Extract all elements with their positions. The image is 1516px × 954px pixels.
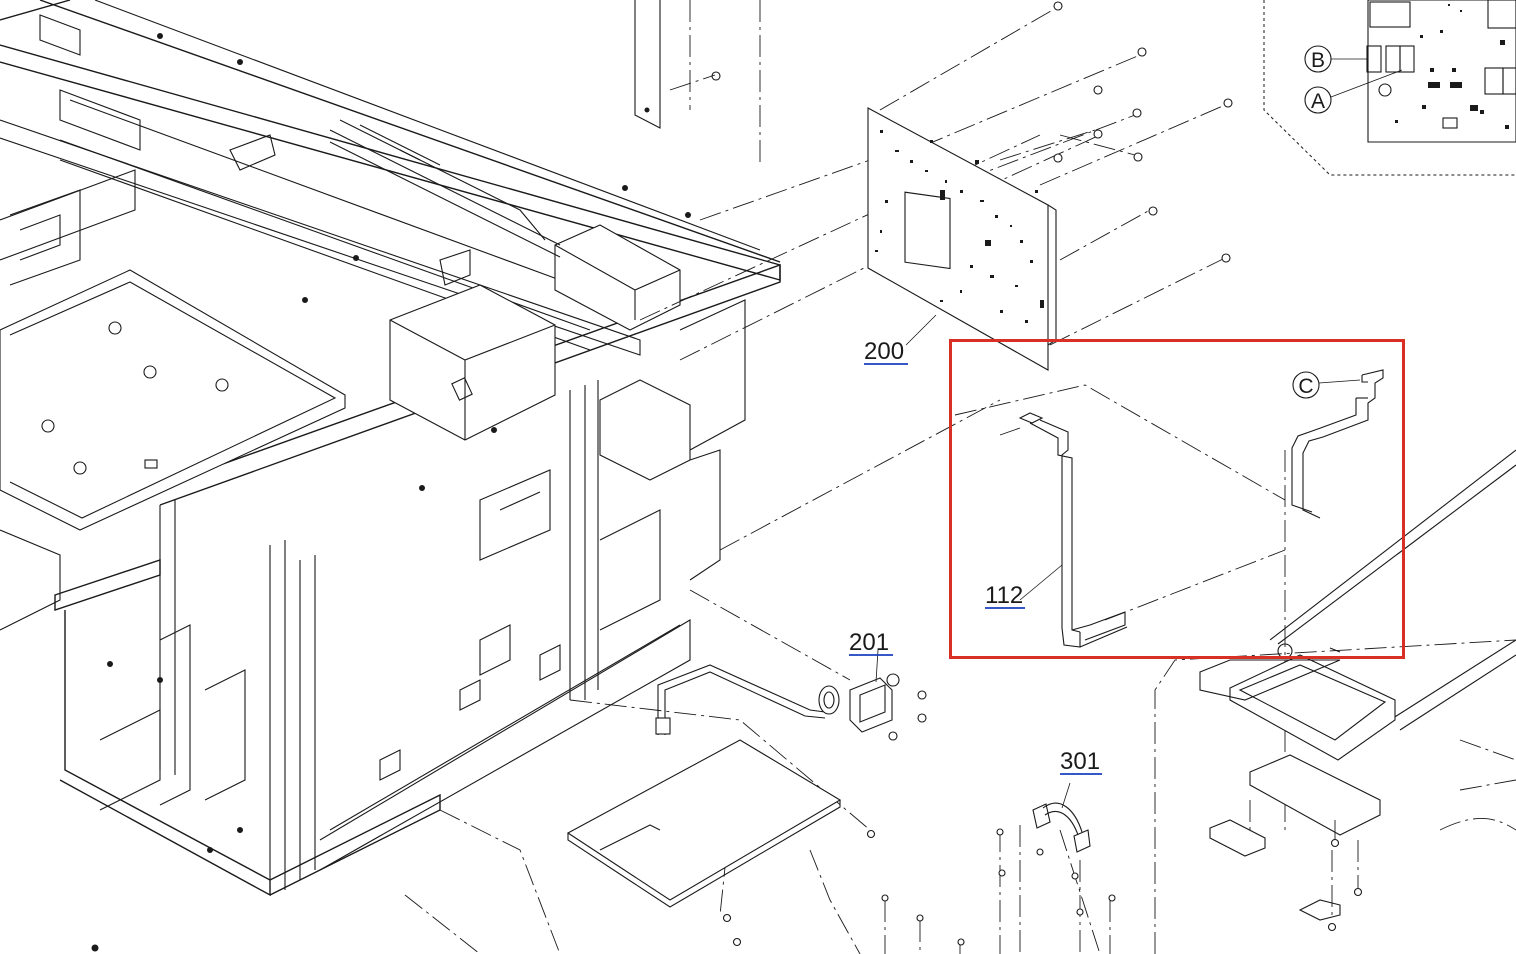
connector-letter-a: A [1311, 90, 1325, 113]
printer-chassis-frame [0, 0, 781, 952]
callout-label: 200 [864, 338, 904, 365]
ac-inlet-201 [655, 649, 927, 741]
connector-detail-inset: B A [1263, 0, 1516, 176]
callout-label: 201 [849, 629, 889, 656]
callout-301: 301 [1060, 748, 1102, 775]
ffc-cable-112: C [954, 369, 1384, 648]
bottom-cover-plate [566, 739, 876, 947]
callout-200: 200 [864, 338, 908, 365]
callout-label: 112 [985, 582, 1023, 609]
main-control-board [867, 107, 1057, 371]
callout-label: 301 [1060, 748, 1100, 775]
harness-301 [881, 782, 1116, 946]
connector-letter-c: C [1298, 375, 1313, 398]
connector-letter-b: B [1311, 49, 1325, 72]
main-board-screws [1053, 1, 1233, 263]
callout-201: 201 [849, 629, 893, 656]
upper-bracket-strip [634, 0, 761, 165]
callout-112: 112 [985, 582, 1025, 609]
panel-assembly [1154, 449, 1516, 954]
